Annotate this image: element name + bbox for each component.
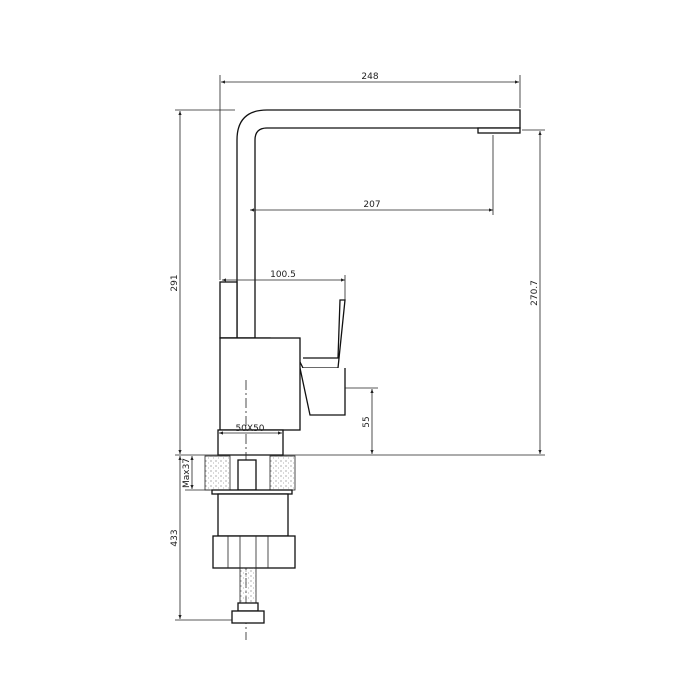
dim-50x50: 50X50 [235, 424, 264, 434]
dim-248: 248 [361, 72, 378, 82]
dim-270-7: 270.7 [530, 280, 540, 306]
dim-55: 55 [362, 416, 372, 427]
dim-100-5: 100.5 [270, 270, 296, 280]
dim-max37: Max37 [182, 458, 192, 488]
dim-207: 207 [363, 200, 380, 210]
dimension-lines [175, 75, 545, 621]
dim-291: 291 [170, 274, 180, 291]
mounting-assembly [212, 493, 296, 624]
countertop [175, 454, 545, 495]
dim-433: 433 [170, 529, 180, 546]
